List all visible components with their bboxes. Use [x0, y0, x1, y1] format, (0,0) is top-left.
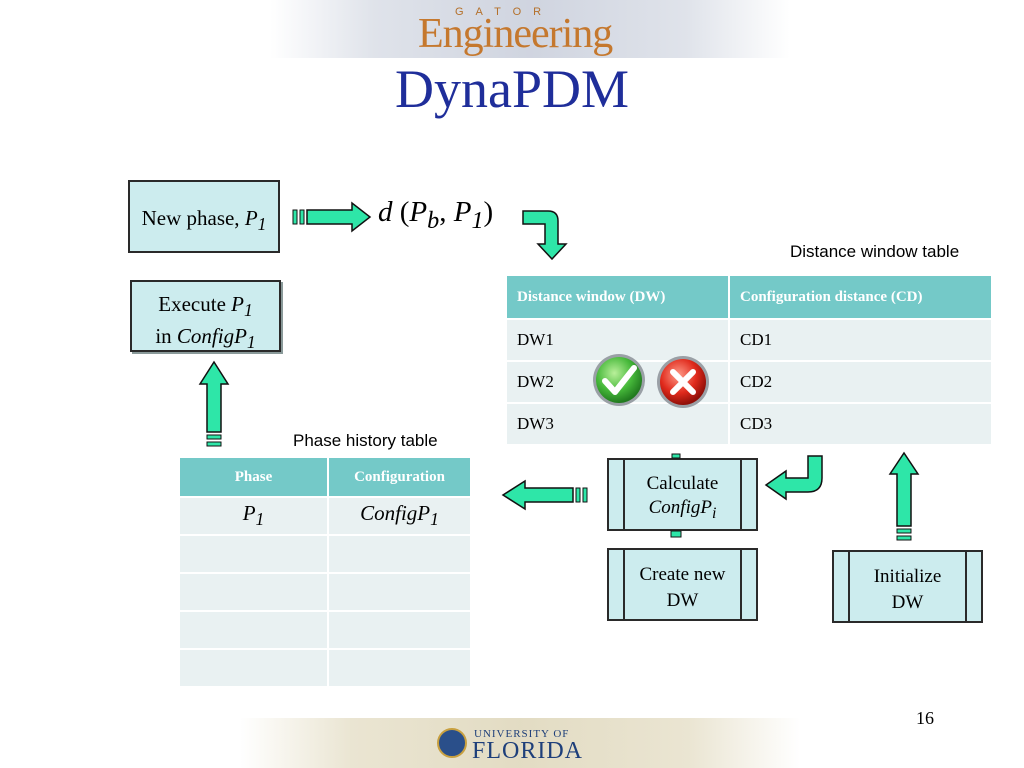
table-cell: DW2 [505, 360, 730, 404]
bottom-banner [240, 718, 800, 768]
distance-formula: d (Pb, P1) [378, 196, 493, 235]
table-cell: P1 [178, 496, 329, 536]
phase-history-table: Phase Configuration P1 ConfigP1 [178, 456, 472, 688]
execute-var: P [231, 292, 244, 316]
arrow-bend-down [522, 210, 568, 261]
new-phase-var: P [244, 206, 258, 230]
table-header-configuration: Configuration [327, 456, 472, 498]
table-row: DW1 CD1 [505, 318, 993, 362]
formula-comma: , [439, 196, 454, 228]
arrow-bend-left [764, 455, 823, 501]
table-row [178, 648, 472, 688]
formula-p1: P [453, 196, 472, 228]
formula-d: d [378, 196, 393, 228]
execute-label: Execute [158, 292, 232, 316]
table-cell [178, 534, 329, 574]
table-header-row: Phase Configuration [178, 456, 472, 498]
table-cell: CD1 [728, 318, 993, 362]
execute-sub: 1 [243, 300, 253, 321]
table-row: DW2 CD2 [505, 360, 993, 404]
logo-engineering: Engineering [418, 11, 613, 57]
table-cell: CD3 [728, 402, 993, 446]
table-row: P1 ConfigP1 [178, 496, 472, 536]
table-cell: DW3 [505, 402, 730, 446]
calculate-var: ConfigP [648, 497, 712, 518]
table-row [178, 534, 472, 574]
arrow-up-right [888, 451, 920, 541]
arrow-right-top [292, 201, 372, 233]
new-phase-sub: 1 [257, 214, 267, 235]
table-cell [178, 610, 329, 650]
distance-window-table: Distance window (DW) Configuration dista… [505, 274, 993, 446]
top-banner [270, 0, 790, 58]
university-big-text: FLORIDA [472, 738, 584, 764]
table-cell: ConfigP1 [327, 496, 472, 536]
phase-sub: 1 [255, 509, 265, 530]
table-row [178, 610, 472, 650]
formula-open: ( [392, 196, 410, 228]
table-row [178, 572, 472, 612]
new-phase-box: New phase, P1 [128, 180, 280, 253]
table-cell [327, 534, 472, 574]
table-header-cd: Configuration distance (CD) [728, 274, 993, 320]
table-cell [178, 572, 329, 612]
create-line1: Create new [639, 564, 726, 585]
university-logo: UNIVERSITY OF FLORIDA [472, 728, 584, 764]
initialize-line1: Initialize [873, 566, 942, 587]
page-number: 16 [916, 708, 934, 728]
table-cell: CD2 [728, 360, 993, 404]
config-sub: 1 [430, 509, 439, 530]
slide-title: DynaPDM [394, 59, 629, 119]
formula-pb-sub: b [427, 206, 440, 234]
university-seal-icon [437, 728, 467, 758]
table-cell [327, 648, 472, 688]
distance-table-caption: Distance window table [790, 242, 960, 261]
arrow-left [501, 479, 588, 511]
calculate-config-box: Calculate ConfigPi [607, 458, 758, 531]
execute-config-sub: 1 [246, 332, 256, 353]
university-small-text: UNIVERSITY OF [474, 728, 570, 740]
logo-gator-text: GATOR [455, 6, 554, 18]
new-phase-label: New phase, [141, 206, 245, 230]
calculate-label: Calculate [646, 473, 719, 494]
table-header-dw: Distance window (DW) [505, 274, 730, 320]
execute-box: Execute P1 in ConfigP1 [130, 280, 281, 352]
table-row: DW3 CD3 [505, 402, 993, 446]
formula-p1-sub: 1 [471, 206, 484, 234]
create-new-dw-box: Create new DW [607, 548, 758, 621]
table-cell [327, 572, 472, 612]
phase-table-caption: Phase history table [293, 431, 438, 450]
execute-in-label: in [155, 324, 177, 349]
table-header-phase: Phase [178, 456, 329, 498]
phase-var: P [242, 501, 256, 526]
initialize-dw-box: Initialize DW [832, 550, 983, 623]
arrow-up-left [198, 360, 230, 447]
calculate-sub: i [711, 504, 717, 522]
execute-config-var: ConfigP [176, 324, 247, 349]
table-cell: DW1 [505, 318, 730, 362]
create-line2: DW [666, 590, 699, 611]
formula-close: ) [483, 196, 494, 228]
table-cell [327, 610, 472, 650]
table-header-row: Distance window (DW) Configuration dista… [505, 274, 993, 320]
initialize-line2: DW [891, 592, 924, 613]
formula-pb: P [409, 196, 428, 228]
config-var: ConfigP [360, 501, 431, 526]
table-cell [178, 648, 329, 688]
